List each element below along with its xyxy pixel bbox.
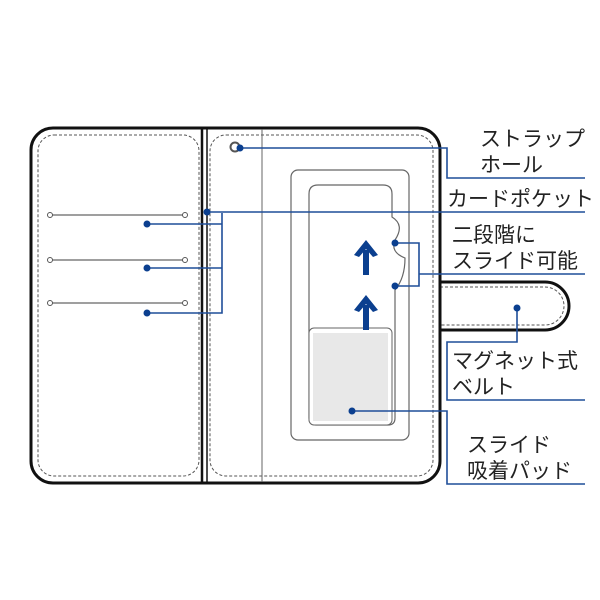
case-body — [29, 126, 442, 485]
card-holder-frame — [290, 169, 410, 441]
label-strap-hole-1: ストラップ — [480, 127, 585, 151]
strap-hole-leader — [239, 147, 585, 179]
label-belt-2: ベルト — [452, 375, 515, 399]
label-pad-2: 吸着パッド — [467, 459, 572, 483]
card-slots — [47, 212, 188, 306]
pad-leader — [352, 410, 585, 485]
label-pad-1: スライド — [467, 433, 551, 457]
label-two-stage-1: 二段階に — [452, 223, 536, 247]
label-card-pocket: カードポケット — [447, 187, 594, 211]
slide-leader — [395, 242, 585, 287]
label-two-stage-2: スライド可能 — [452, 249, 578, 273]
label-strap-hole-2: ホール — [480, 153, 543, 177]
right-cover-stitch — [209, 134, 434, 477]
card-pocket-leader — [147, 211, 585, 314]
magnetic-belt — [436, 280, 571, 332]
belt-stitch — [440, 286, 565, 326]
label-belt-1: マグネット式 — [452, 349, 578, 373]
left-cover-stitch — [37, 134, 200, 477]
suction-pad-surface — [313, 333, 388, 421]
belt-leader — [446, 308, 585, 401]
up-arrow-icon — [354, 240, 378, 330]
